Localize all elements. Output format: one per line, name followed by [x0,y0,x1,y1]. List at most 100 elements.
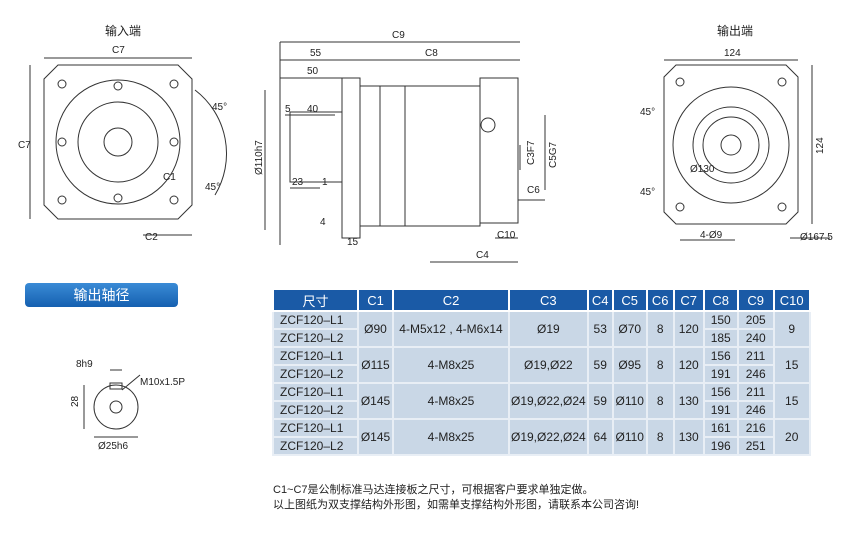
header-c2: C2 [392,288,510,312]
c6-cell: 8 [645,346,675,384]
c2-cell: 4-M8x25 [392,346,510,384]
dimension-label: 45° [212,102,227,113]
side-view: C9 C8 55 50 5 40 Ø110h7 23 1 4 15 C3F7 C… [254,30,559,263]
dimension-label: Ø167.5 [800,232,833,243]
dimension-label: C7 [112,45,125,56]
dimension-label: C4 [476,250,489,261]
dimension-label: C8 [425,48,438,59]
dimension-label: 1 [322,177,328,188]
note-line: C1~C7是公制标准马达连接板之尺寸，可根据客户要求单独定做。 [273,484,594,496]
c1-cell: Ø145 [357,418,394,456]
c3-cell: Ø19 [508,310,589,348]
c5-cell: Ø110 [611,382,648,420]
output-shaft-button[interactable]: 输出轴径 [25,283,178,307]
dimension-label: 55 [310,48,322,59]
model-cell: ZCF120–L1 [272,382,359,402]
shaft-diagram: 8h9 M10x1.5P 28 Ø25h6 [70,359,185,452]
c5-cell: Ø70 [611,310,648,348]
dimension-label: 124 [724,48,741,59]
dimension-label: 4-Ø9 [700,230,723,241]
dimension-label: C6 [527,185,540,196]
dimension-label: C3F7 [526,140,537,165]
notes: C1~C7是公制标准马达连接板之尺寸，可根据客户要求单独定做。 以上图纸为双支撑… [273,483,639,513]
c9-cell: 205 [736,310,775,330]
c10-cell: 15 [772,346,811,384]
c3-cell: Ø19,Ø22,Ø24 [508,382,589,420]
c1-cell: Ø115 [357,346,394,384]
header-c5: C5 [611,288,648,312]
c7-cell: 120 [672,310,705,348]
table-header: 尺寸 C1 C2 C3 C4 C5 C6 C7 C8 C9 C10 [272,288,811,312]
dimension-label: 45° [205,182,220,193]
dimension-label: C5G7 [548,141,559,168]
c2-cell: 4-M8x25 [392,418,510,456]
dimension-label: Ø130 [690,164,715,175]
model-cell: ZCF120–L1 [272,346,359,366]
c9-cell: 216 [736,418,775,438]
output-end-view: 124 124 45° 45° Ø130 4-Ø9 Ø167.5 [640,48,833,243]
model-cell: ZCF120–L2 [272,400,359,420]
output-end-title: 输出端 [717,24,754,38]
dimension-label: C1 [163,172,176,183]
c8-cell: 156 [702,346,739,366]
note-line: 以上图纸为双支撑结构外形图，如需单支撑结构外形图，请联系本公司咨询! [273,499,640,511]
c1-cell: Ø90 [357,310,394,348]
dimension-label: Ø25h6 [98,441,128,452]
dimension-label: 50 [307,66,319,77]
c10-cell: 15 [772,382,811,420]
c9-cell: 246 [736,364,775,384]
header-c10: C10 [772,288,811,312]
c4-cell: 53 [586,310,614,348]
c8-cell: 156 [702,382,739,402]
dimension-label: 4 [320,217,326,228]
c3-cell: Ø19,Ø22 [508,346,589,384]
drawings: C7 C7 45° 45° C1 C2 C9 C8 55 50 5 40 Ø11… [18,30,833,263]
c8-cell: 185 [702,328,739,348]
dimension-label: 45° [640,187,655,198]
c8-cell: 161 [702,418,739,438]
c8-cell: 191 [702,364,739,384]
c8-cell: 150 [702,310,739,330]
header-c1: C1 [357,288,394,312]
c6-cell: 8 [645,310,675,348]
dimension-label: 40 [307,104,319,115]
spec-table: 尺寸 C1 C2 C3 C4 C5 C6 C7 C8 C9 C10 ZCF120… [272,288,811,456]
c6-cell: 8 [645,382,675,420]
model-cell: ZCF120–L2 [272,436,359,456]
c2-cell: 4-M5x12 , 4-M6x14 [392,310,510,348]
c9-cell: 246 [736,400,775,420]
c8-cell: 196 [702,436,739,456]
c4-cell: 64 [586,418,614,456]
dimension-label: 15 [347,237,359,248]
dimension-label: C9 [392,30,405,41]
c9-cell: 240 [736,328,775,348]
header-c7: C7 [672,288,705,312]
header-c4: C4 [586,288,614,312]
header-c3: C3 [508,288,589,312]
c1-cell: Ø145 [357,382,394,420]
c9-cell: 251 [736,436,775,456]
header-size: 尺寸 [272,288,359,312]
model-cell: ZCF120–L1 [272,418,359,438]
dimension-label: 124 [815,137,826,154]
c8-cell: 191 [702,400,739,420]
c7-cell: 130 [672,418,705,456]
dimension-label: M10x1.5P [140,377,185,388]
dimension-label: C2 [145,232,158,243]
input-end-title: 输入端 [105,24,142,38]
c5-cell: Ø95 [611,346,648,384]
dimension-label: 8h9 [76,359,93,370]
dimension-label: 28 [70,395,81,407]
dimension-label: 5 [285,104,291,115]
header-c6: C6 [645,288,675,312]
c5-cell: Ø110 [611,418,648,456]
c2-cell: 4-M8x25 [392,382,510,420]
dimension-label: C7 [18,140,31,151]
